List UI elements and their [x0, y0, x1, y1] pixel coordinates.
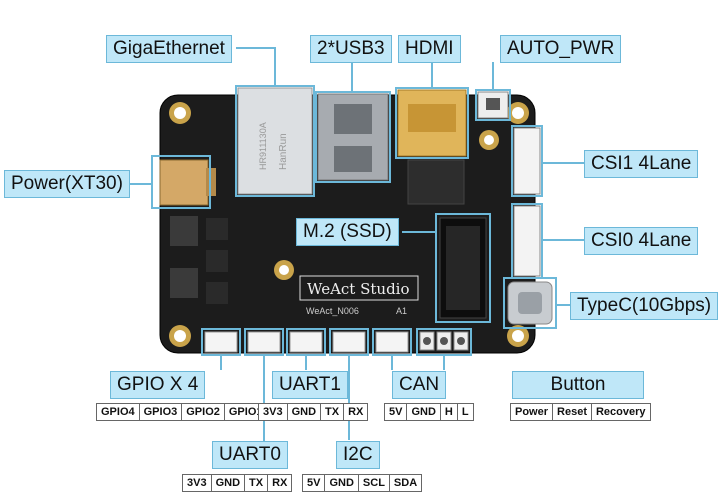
- pin: GPIO3: [139, 403, 183, 421]
- label-typec: TypeC(10Gbps): [570, 292, 719, 320]
- pins-i2c: 5V GND SCL SDA: [302, 474, 423, 492]
- label-uart0: UART0: [212, 441, 288, 469]
- csi0-connector: [513, 205, 541, 277]
- label-i2c: I2C: [336, 441, 380, 469]
- label-button: Button: [512, 371, 644, 399]
- pin: H: [440, 403, 458, 421]
- pin: SCL: [358, 474, 390, 492]
- label-csi0: CSI0 4Lane: [584, 227, 699, 255]
- pin: Power: [510, 403, 554, 421]
- ethernet-jack: [237, 87, 313, 195]
- jst-headers: [204, 331, 409, 353]
- pin: SDA: [389, 474, 423, 492]
- pin: GPIO1: [224, 403, 268, 421]
- label-hdmi: HDMI: [398, 35, 461, 63]
- pin: RX: [344, 403, 369, 421]
- pin: Recovery: [591, 403, 651, 421]
- pin: RX: [268, 474, 293, 492]
- pin: TX: [245, 474, 269, 492]
- label-can: CAN: [392, 371, 447, 399]
- xt30-connector: [159, 159, 209, 206]
- label-power: Power(XT30): [4, 170, 130, 198]
- csi1-connector: [513, 127, 541, 195]
- pin: L: [457, 403, 474, 421]
- pin: 5V: [384, 403, 408, 421]
- power-chip-1: [170, 216, 198, 246]
- power-chip-2: [170, 268, 198, 298]
- leader-lines: [120, 47, 584, 450]
- rev-text: A1: [396, 306, 407, 316]
- mounting-holes: [169, 102, 529, 347]
- brand-silkscreen: [299, 275, 419, 301]
- pins-uart0: 3V3 GND TX RX: [182, 474, 293, 492]
- pin: GND: [325, 474, 359, 492]
- pin: GPIO4: [96, 403, 140, 421]
- pins-uart1: 3V3 GND TX RX: [258, 403, 369, 421]
- brand-text: WeAct Studio: [307, 280, 410, 298]
- pin: 5V: [302, 474, 326, 492]
- label-auto-pwr: AUTO_PWR: [500, 35, 622, 63]
- label-csi1: CSI1 4Lane: [584, 150, 699, 178]
- pin: GND: [407, 403, 441, 421]
- pins-button: Power Reset Recovery: [510, 403, 651, 421]
- pin: GPIO2: [182, 403, 225, 421]
- pin: TX: [321, 403, 345, 421]
- label-m2: M.2 (SSD): [296, 218, 399, 246]
- ethernet-brand-text: HanRun: [278, 133, 289, 170]
- label-uart1: UART1: [272, 371, 348, 399]
- main-chip: [407, 159, 465, 205]
- model-text: WeAct_N006: [306, 306, 359, 316]
- pins-can: 5V GND H L: [384, 403, 474, 421]
- label-gpio: GPIO X 4: [110, 371, 206, 399]
- ethernet-chip-text: HR911130A: [258, 122, 268, 170]
- tactile-buttons: [419, 331, 469, 351]
- label-gigaethernet: GigaEthernet: [106, 35, 232, 63]
- pin: GND: [211, 474, 246, 492]
- pin: GND: [287, 403, 322, 421]
- pin: 3V3: [182, 474, 212, 492]
- pins-gpio: GPIO4 GPIO3 GPIO2 GPIO1: [96, 403, 268, 421]
- pin: Reset: [553, 403, 592, 421]
- label-usb3: 2*USB3: [310, 35, 392, 63]
- pin: 3V3: [258, 403, 288, 421]
